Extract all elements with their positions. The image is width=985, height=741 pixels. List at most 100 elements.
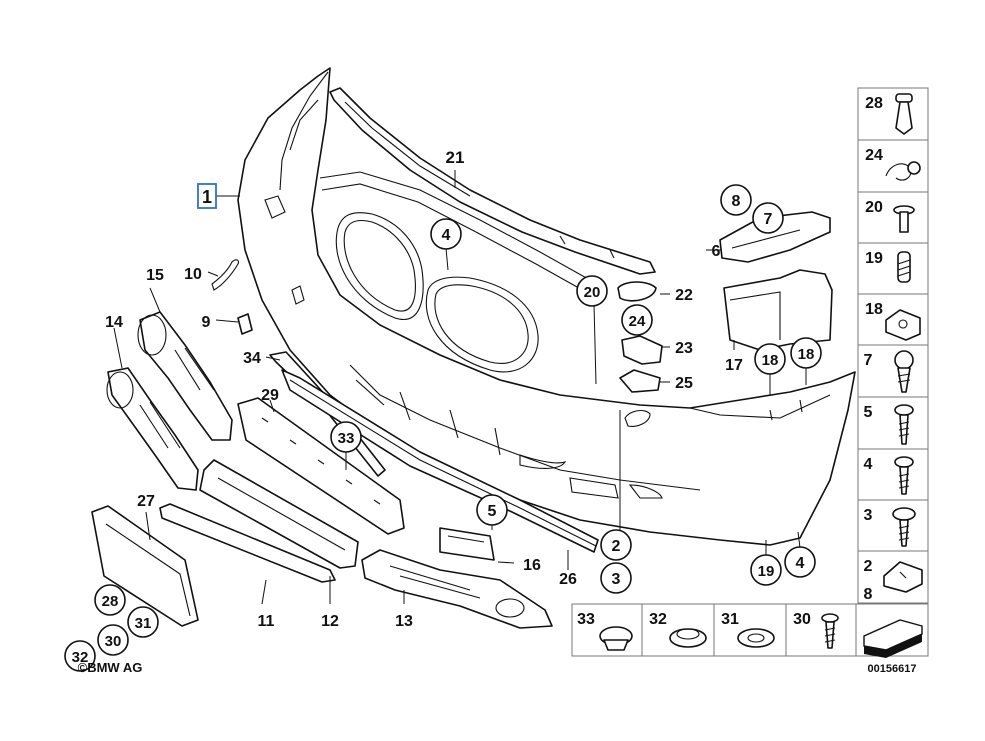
legend-7: 7	[864, 352, 873, 369]
callout-13: 13	[395, 613, 413, 630]
callout-9: 9	[202, 314, 211, 331]
legend-8: 8	[864, 586, 873, 603]
callout-3-circle	[600, 562, 632, 594]
legend-19: 19	[865, 250, 883, 267]
absorbers	[159, 369, 599, 583]
bumper-cover	[237, 67, 856, 546]
legend-3: 3	[864, 507, 873, 524]
callout-29: 29	[261, 387, 279, 404]
callout-8: 8	[732, 193, 741, 210]
clip-icon	[895, 93, 913, 135]
callout-33: 33	[338, 430, 355, 447]
callout-23: 23	[675, 340, 693, 357]
washer-icon	[737, 628, 775, 648]
legend-right: 28 24 20 19 18 7 5 4 3 2 8	[857, 87, 929, 604]
callout-25: 25	[675, 375, 693, 392]
callout-2: 2	[612, 538, 621, 555]
callout-10: 10	[184, 266, 202, 283]
legend-28: 28	[865, 95, 883, 112]
leader-lines	[113, 170, 807, 605]
expanding-rivet-icon	[894, 350, 914, 393]
callout-33-circle	[330, 421, 362, 453]
callout-4a-circle	[430, 218, 462, 250]
callout-3: 3	[612, 571, 621, 588]
callout-31: 31	[135, 615, 152, 632]
callout-17: 17	[725, 357, 743, 374]
callout-1-highlight	[197, 183, 217, 209]
copyright: ©BMW AG	[78, 660, 143, 675]
callout-4a: 4	[442, 227, 451, 244]
callout-26: 26	[559, 571, 577, 588]
legend-20: 20	[865, 199, 883, 216]
screw-icon-5	[894, 404, 914, 445]
callout-12: 12	[321, 613, 339, 630]
callout-5: 5	[488, 503, 497, 520]
legend-bottom: 33 32 31 30 00156617	[571, 603, 929, 675]
callout-7: 7	[764, 211, 773, 228]
plate-base	[237, 397, 405, 535]
callout-14: 14	[105, 314, 123, 331]
callout-18b-circle	[790, 337, 822, 369]
arrow-icon	[863, 619, 923, 658]
callout-18a-circle	[754, 343, 786, 375]
callout-27: 27	[137, 493, 155, 510]
washer-screw-icon	[892, 507, 916, 547]
callout-21: 21	[446, 148, 465, 167]
grommet-icon	[669, 628, 707, 648]
left-grille-parts	[106, 311, 233, 491]
callout-4b-circle	[784, 546, 816, 578]
screw-icon-4	[894, 456, 914, 495]
legend-2: 2	[864, 558, 873, 575]
callout-20: 20	[584, 284, 601, 301]
legend-18: 18	[865, 301, 883, 318]
spring-clip-icon	[885, 161, 921, 181]
callout-22: 22	[675, 287, 693, 304]
legend-4: 4	[864, 456, 873, 473]
callout-1: 1	[202, 187, 212, 207]
callout-8-circle	[720, 184, 752, 216]
lower-grille	[361, 549, 553, 629]
callout-31-circle	[127, 606, 159, 638]
callout-30: 30	[105, 633, 122, 650]
legend-5: 5	[864, 404, 873, 421]
legend-33: 33	[577, 611, 595, 628]
callout-7-circle	[752, 202, 784, 234]
callout-15: 15	[146, 267, 164, 284]
legend-31: 31	[721, 611, 739, 628]
callout-2-circle	[600, 529, 632, 561]
callout-24: 24	[629, 313, 646, 330]
callout-34: 34	[243, 350, 261, 367]
callout-24-circle	[621, 304, 653, 336]
callout-19: 19	[758, 563, 775, 580]
upper-mounting-strip	[329, 87, 656, 275]
callout-6: 6	[712, 243, 721, 260]
callout-18a: 18	[762, 352, 779, 369]
callout-19-circle	[750, 554, 782, 586]
bolt-icon	[897, 251, 911, 283]
plate-holder	[91, 505, 199, 627]
callout-18b: 18	[798, 346, 815, 363]
callout-32: 32	[72, 649, 89, 666]
mounts	[439, 281, 663, 561]
cap-plug-icon	[599, 626, 633, 651]
callout-20-circle	[576, 275, 608, 307]
legend-30: 30	[793, 611, 811, 628]
screw-icon-30	[821, 613, 839, 649]
push-rivet-icon	[893, 205, 915, 233]
callout-32-circle	[64, 640, 96, 672]
legend-32: 32	[649, 611, 667, 628]
callout-11: 11	[258, 613, 275, 630]
callouts: 1 21 4 10 15 14 9 34 29 33 27 5 2 3 16 2…	[64, 148, 822, 675]
nut-clip-icon	[885, 309, 921, 341]
legend-24: 24	[865, 147, 883, 164]
callout-4b: 4	[796, 555, 805, 572]
speed-nut-icon	[883, 561, 923, 593]
callout-16: 16	[523, 557, 541, 574]
callout-28-circle	[94, 584, 126, 616]
callout-30-circle	[97, 624, 129, 656]
callout-5-circle	[476, 494, 508, 526]
callout-28: 28	[102, 593, 119, 610]
right-brackets	[719, 211, 833, 351]
diagram-number: 00156617	[868, 663, 917, 675]
